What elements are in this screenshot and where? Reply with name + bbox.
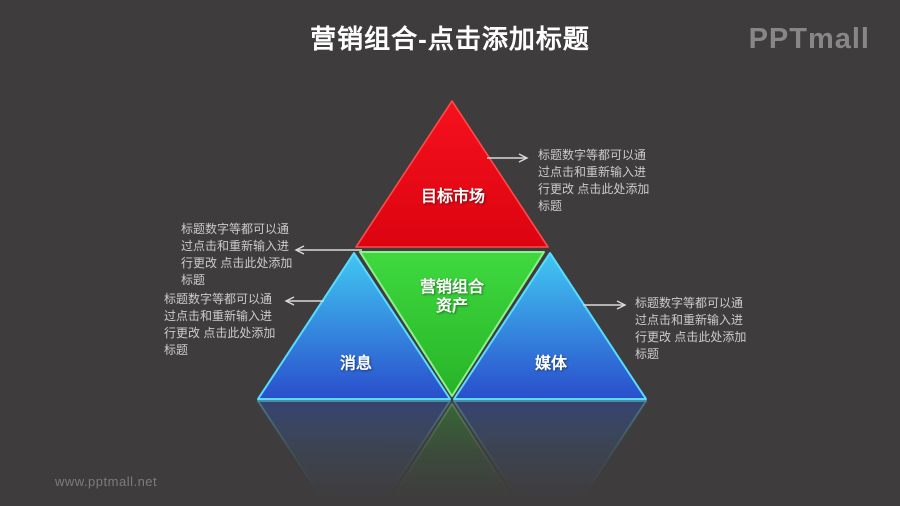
arrow-right-icon: [487, 152, 529, 164]
triangle-label-target-market[interactable]: 目标市场: [420, 188, 486, 206]
triangle-label-marketing-mix[interactable]: 营销组合 资产: [419, 279, 485, 315]
annotation-top-right[interactable]: 标题数字等都可以通 过点击和重新输入进 行更改 点击此处添加 标题: [538, 148, 650, 213]
page-title[interactable]: 营销组合-点击添加标题: [310, 24, 590, 54]
triangle-label-message[interactable]: 消息: [339, 355, 373, 373]
annotation-top-left[interactable]: 标题数字等都可以通 过点击和重新输入进 行更改 点击此处添加 标题: [181, 222, 293, 287]
annotation-bottom-right[interactable]: 标题数字等都可以通 过点击和重新输入进 行更改 点击此处添加 标题: [635, 296, 747, 361]
arrow-right-icon: [583, 299, 627, 311]
watermark-url: www.pptmall.net: [55, 474, 158, 489]
pptmall-logo: PPTmall: [748, 23, 870, 55]
triangle-label-media[interactable]: 媒体: [534, 355, 568, 373]
pyramid-reflection: [257, 400, 647, 506]
arrow-left-icon: [294, 244, 362, 256]
arrow-left-icon: [284, 295, 324, 307]
annotation-bottom-left[interactable]: 标题数字等都可以通 过点击和重新输入进 行更改 点击此处添加 标题: [164, 292, 276, 357]
